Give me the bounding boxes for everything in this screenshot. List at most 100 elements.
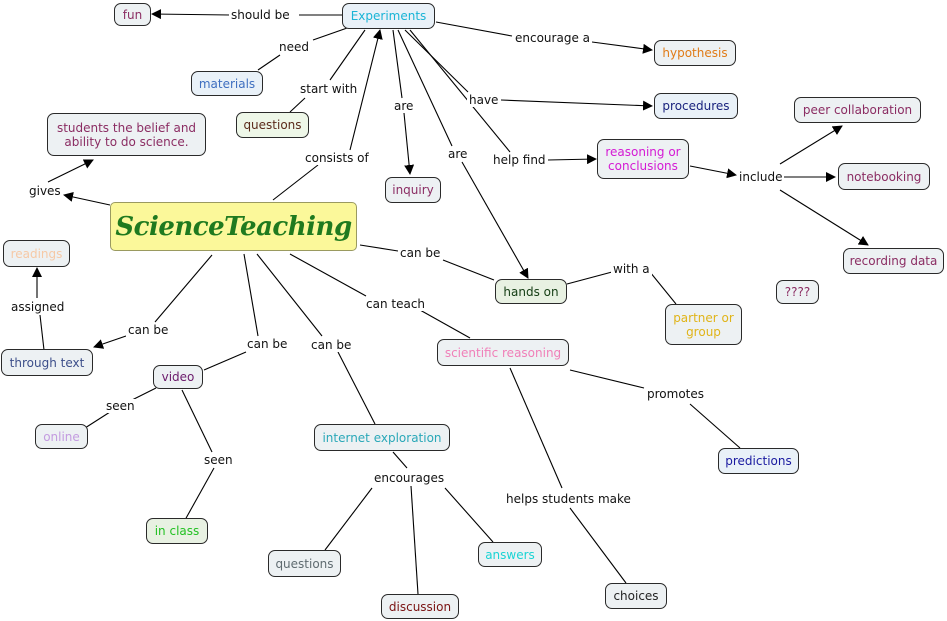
edge-root-can-teach bbox=[289, 253, 367, 297]
node-hands-on[interactable]: hands on bbox=[495, 279, 567, 304]
edge-root-can-be-text bbox=[154, 254, 213, 323]
link-can-be-hands-on: can be bbox=[398, 246, 443, 260]
node-label: students the belief and ability to do sc… bbox=[56, 120, 197, 149]
edge-seen-online bbox=[84, 411, 111, 429]
node-online[interactable]: online bbox=[35, 424, 88, 449]
edge-can-be-hands-on bbox=[442, 259, 495, 281]
link-are-hands-on: are bbox=[446, 147, 470, 161]
node-label: answers bbox=[485, 547, 535, 562]
edge-help-find-reasoning bbox=[547, 154, 597, 165]
link-need: need bbox=[277, 40, 311, 54]
edge-consists-of-experiments bbox=[349, 29, 383, 151]
node-label: ScienceTeaching bbox=[115, 211, 352, 242]
edge-can-be-through-text bbox=[93, 335, 127, 349]
node-hypothesis[interactable]: hypothesis bbox=[654, 40, 736, 66]
node-internet-exploration[interactable]: internet exploration bbox=[314, 424, 450, 451]
node-fun[interactable]: fun bbox=[114, 3, 151, 26]
node-discussion[interactable]: discussion bbox=[381, 594, 459, 619]
edge-reasoning-promotes bbox=[569, 369, 645, 389]
link-with-a: with a bbox=[611, 262, 652, 276]
node-label: questions bbox=[243, 118, 302, 132]
node-questions-bottom[interactable]: questions bbox=[268, 550, 341, 577]
edge-root-can-be-hands-on bbox=[359, 244, 399, 252]
node-label: video bbox=[161, 370, 195, 384]
node-peer-collaboration[interactable]: peer collaboration bbox=[794, 97, 921, 123]
edge-reasoning-helps bbox=[509, 367, 563, 489]
link-seen-online: seen bbox=[104, 399, 137, 413]
node-label: reasoning or conclusions bbox=[605, 145, 681, 173]
edge-are-hands-on bbox=[461, 161, 529, 279]
edge-experiments-need bbox=[312, 26, 351, 41]
node-answers[interactable]: answers bbox=[478, 542, 542, 567]
node-recording-data[interactable]: recording data bbox=[843, 248, 944, 274]
link-promotes: promotes bbox=[645, 387, 706, 401]
node-notebooking[interactable]: notebooking bbox=[838, 163, 930, 190]
node-through-text[interactable]: through text bbox=[1, 349, 93, 376]
edge-experiments-have bbox=[404, 29, 469, 93]
node-experiments[interactable]: Experiments bbox=[342, 3, 435, 29]
edge-should-be-fun bbox=[151, 9, 231, 20]
link-can-be-text: can be bbox=[126, 323, 171, 337]
node-label: in class bbox=[154, 524, 200, 538]
node-procedures[interactable]: procedures bbox=[654, 93, 738, 119]
edge-experiments-are-inquiry bbox=[392, 29, 403, 99]
edge-root-consists-of bbox=[272, 164, 319, 201]
edge-root-gives bbox=[63, 192, 111, 206]
edge-promotes-predictions bbox=[689, 403, 741, 449]
node-label: hands on bbox=[503, 284, 559, 299]
edge-have-procedures bbox=[500, 99, 653, 111]
edge-need-materials bbox=[257, 54, 281, 71]
node-label: predictions bbox=[725, 454, 792, 468]
node-label: procedures bbox=[662, 99, 730, 113]
link-helps-students-make: helps students make bbox=[504, 492, 633, 506]
node-science-teaching[interactable]: ScienceTeaching bbox=[110, 202, 357, 251]
node-readings[interactable]: readings bbox=[3, 240, 70, 267]
edge-can-teach-reasoning bbox=[419, 309, 471, 339]
node-predictions[interactable]: predictions bbox=[718, 448, 799, 474]
node-partner-group[interactable]: partner or group bbox=[665, 304, 742, 345]
link-can-be-video: can be bbox=[245, 337, 290, 351]
edge-experiments-start-with bbox=[329, 29, 366, 81]
node-label: questions bbox=[275, 556, 334, 571]
node-choices[interactable]: choices bbox=[605, 583, 667, 609]
edge-experiments-encourage bbox=[435, 21, 513, 37]
link-are-inquiry: are bbox=[392, 99, 416, 113]
edge-encourage-hypothesis bbox=[591, 41, 653, 54]
edge-encourages-questions bbox=[324, 487, 373, 551]
node-label: Experiments bbox=[350, 9, 427, 23]
node-inquiry[interactable]: inquiry bbox=[385, 177, 441, 203]
edge-can-be-internet bbox=[337, 351, 376, 425]
link-start-with: start with bbox=[298, 82, 360, 96]
node-label: materials bbox=[198, 76, 256, 91]
link-help-find: help find bbox=[491, 153, 548, 167]
node-scientific-reasoning[interactable]: scientific reasoning bbox=[437, 339, 569, 366]
link-should-be: should be bbox=[229, 8, 292, 22]
edge-include-recording bbox=[779, 189, 869, 246]
node-label: inquiry bbox=[392, 183, 434, 197]
edge-root-can-be-internet bbox=[256, 253, 323, 337]
node-reasoning-conclusions[interactable]: reasoning or conclusions bbox=[597, 139, 689, 179]
edge-gives-belief bbox=[47, 159, 94, 183]
node-label: choices bbox=[613, 589, 659, 603]
node-label: notebooking bbox=[846, 169, 922, 184]
node-label: hypothesis bbox=[662, 46, 728, 60]
link-can-teach: can teach bbox=[364, 297, 428, 311]
node-label: recording data bbox=[849, 254, 938, 268]
edge-encourages-answers bbox=[444, 487, 494, 543]
node-questions-top[interactable]: questions bbox=[236, 112, 309, 138]
edge-helps-choices bbox=[569, 507, 627, 584]
node-in-class[interactable]: in class bbox=[146, 518, 208, 544]
edge-experiments-help-find bbox=[409, 29, 511, 153]
link-have: have bbox=[467, 93, 501, 107]
edge-with-a-partner bbox=[649, 271, 677, 305]
link-include: include bbox=[737, 170, 785, 184]
edge-internet-encourages bbox=[392, 451, 408, 469]
node-students-belief[interactable]: students the belief and ability to do sc… bbox=[47, 113, 206, 156]
link-encourages: encourages bbox=[372, 471, 447, 485]
edge-root-can-be-video bbox=[243, 253, 259, 337]
node-video[interactable]: video bbox=[153, 365, 203, 389]
node-question-marks[interactable]: ???? bbox=[776, 280, 819, 304]
node-materials[interactable]: materials bbox=[191, 71, 263, 96]
node-label: ???? bbox=[784, 285, 811, 299]
